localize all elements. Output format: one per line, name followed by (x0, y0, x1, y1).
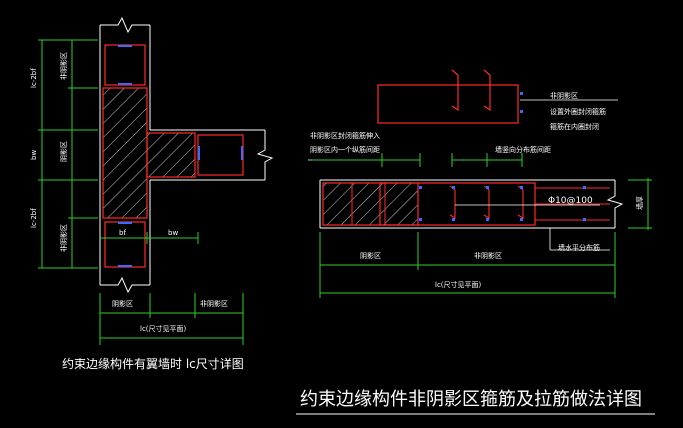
stirrup-top (104, 44, 146, 86)
left-caption: 约束边缘构件有翼墙时 lc尺寸详图 (62, 356, 244, 371)
break-mark-right (256, 130, 274, 180)
hooks-right (449, 185, 524, 219)
hooks-top (451, 69, 491, 112)
dim-lc-2bf-bottom: lc-2bf (30, 208, 38, 228)
stirrup-right (197, 134, 244, 176)
left-wall-detail: lc-2bf bw lc-2bf 非阴影区 阴影区 非阴影区 bf bw 阴影区… (30, 16, 274, 371)
dim-bw-horizontal: bw (168, 229, 178, 237)
dim-bw-vertical: bw (30, 150, 38, 160)
right-lc-note: lc(尺寸见平面) (435, 280, 482, 289)
main-caption: 约束边缘构件非阴影区箍筋及拉筋做法详图 (300, 389, 642, 410)
break-mark-right-wall (606, 180, 624, 228)
note-non-shadow-line1: 非阴影区 (550, 91, 578, 100)
rebar-dots-left (118, 45, 243, 267)
rebar-spec: Φ10@100 (548, 196, 593, 206)
note-left-top-2: 阴影区内一个纵筋间距 (310, 145, 380, 154)
right-wall-detail: 非阴影区 设置外圈封闭箍筋 箍筋在内圈封闭 非阴影区封闭箍筋伸入 阴影区内一个纵… (308, 69, 652, 298)
note-non-shadow-line2: 设置外圈封闭箍筋 (550, 107, 606, 116)
shadow-zone-horizontal (146, 132, 196, 178)
zone-non-shadow-top: 非阴影区 (59, 52, 68, 80)
zone-shadow-right: 阴影区 (360, 251, 381, 260)
stirrup-top-right (377, 84, 519, 124)
note-wall-dist: 墙竖向分布筋间距 (495, 145, 551, 154)
note-left-top-1: 非阴影区封闭箍筋伸入 (310, 131, 380, 140)
shadow-zone-vertical (102, 87, 148, 219)
left-lc-note: lc(尺寸见平面) (140, 324, 187, 333)
break-mark-bottom (100, 276, 150, 294)
zone-shadow-bottom: 阴影区 (112, 299, 133, 308)
dim-bf: bf (119, 229, 126, 237)
zone-non-shadow-right: 非阴影区 (474, 251, 502, 260)
break-mark-top (100, 16, 150, 34)
dim-lc-2bf-top: lc-2bf (30, 68, 38, 88)
wall-thickness: 墙厚 (635, 196, 644, 210)
zone-shadow-middle: 阴影区 (59, 141, 68, 162)
zone-non-shadow-right: 非阴影区 (200, 299, 228, 308)
shadow-zone-right (322, 182, 419, 226)
note-wall-horiz: 墙水平分布筋 (558, 243, 600, 252)
left-dims (38, 39, 244, 345)
right-dims (312, 153, 652, 298)
zone-non-shadow-bottom: 非阴影区 (59, 224, 68, 252)
rebar-dots-right (419, 186, 586, 221)
note-non-shadow-line3: 箍筋在内圈封闭 (550, 122, 599, 131)
